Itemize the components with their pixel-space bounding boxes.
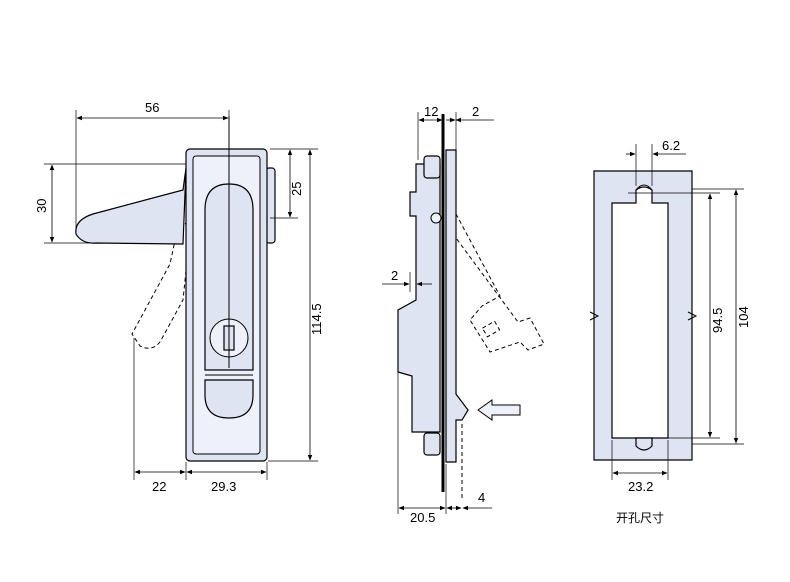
dim-94-5: 94.5 — [710, 308, 725, 333]
cutout-view — [589, 170, 698, 461]
dim-30: 30 — [34, 199, 49, 213]
front-lower-slot — [204, 379, 254, 419]
cutout-caption: 开孔尺寸 — [616, 511, 664, 525]
cutout-frame — [593, 170, 693, 461]
dim-104: 104 — [736, 306, 751, 328]
cutout-bottom-notch — [635, 437, 653, 451]
cutout-break-right — [687, 311, 698, 321]
dim-20-5: 20.5 — [410, 510, 435, 525]
side-dimensions: 12 2 2 20.5 4 — [382, 104, 494, 525]
side-view — [397, 114, 545, 500]
dim-4: 4 — [478, 490, 485, 505]
dim-6-2: 6.2 — [662, 138, 680, 153]
side-pivot-hole — [430, 212, 442, 224]
dim-23-2: 23.2 — [628, 479, 653, 494]
side-push-arrow-icon — [477, 399, 521, 421]
side-body-profile — [397, 163, 441, 433]
side-open-handle-outline — [455, 213, 545, 353]
side-open-handle-slot — [481, 320, 501, 338]
cutout-dimensions: 6.2 94.5 104 23.2 开孔尺寸 — [611, 138, 751, 525]
front-view — [75, 116, 276, 462]
cutout-break-left — [589, 311, 600, 321]
dim-2-mid: 2 — [391, 268, 398, 283]
dim-22: 22 — [152, 479, 166, 494]
dim-114-5: 114.5 — [309, 303, 324, 335]
front-open-handle-outline — [131, 191, 191, 349]
front-handle-arm — [75, 167, 187, 245]
side-front-plate — [445, 149, 469, 463]
dim-2-top: 2 — [472, 104, 479, 119]
cutout-top-notch — [635, 184, 653, 191]
dim-25: 25 — [289, 182, 304, 196]
side-bottom-boss — [423, 432, 441, 456]
side-top-boss — [423, 155, 441, 179]
front-dimensions: 56 30 25 114.5 22 29.3 — [34, 100, 324, 494]
dim-29-3: 29.3 — [211, 479, 236, 494]
dim-12: 12 — [424, 104, 438, 119]
dim-56: 56 — [145, 100, 159, 115]
